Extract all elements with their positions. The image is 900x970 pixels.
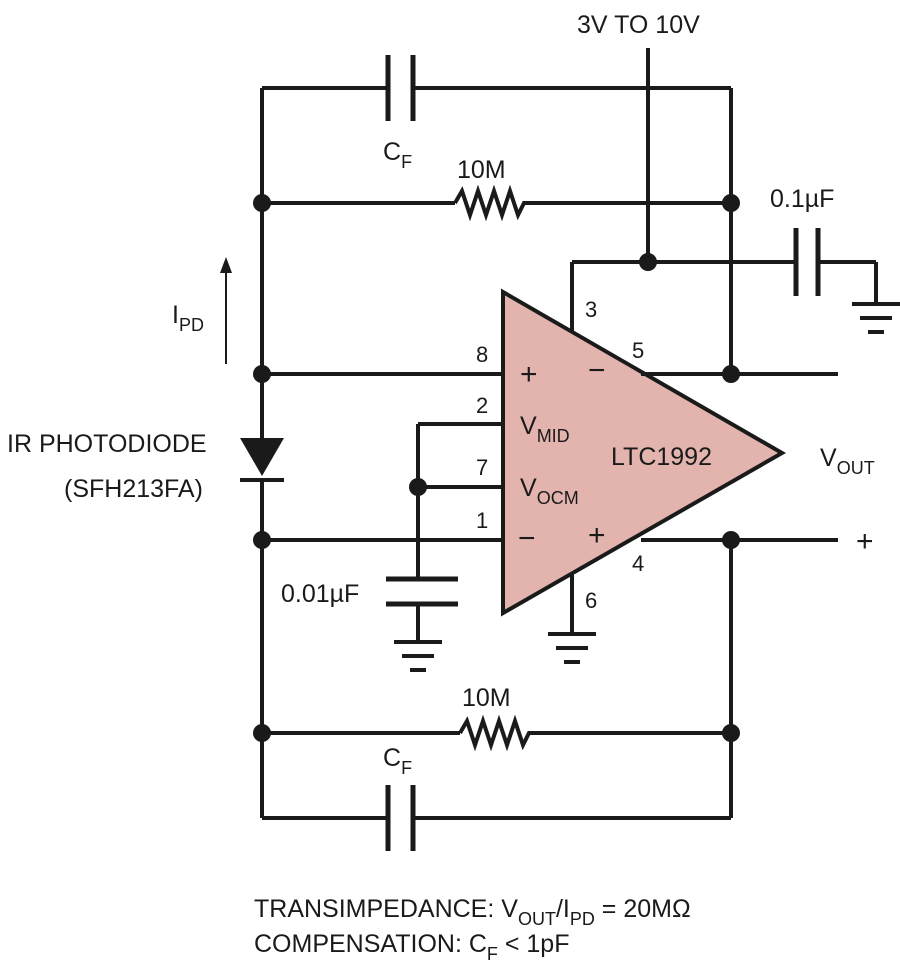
resistor-top-label: 10M xyxy=(457,156,506,184)
pin-7-label: 7 xyxy=(476,455,488,480)
resistor-top xyxy=(453,184,530,222)
pin-2-label: 2 xyxy=(476,393,488,418)
compensation-note: COMPENSATION: CF < 1pF xyxy=(254,930,569,964)
decoupling-cap-label: 0.1µF xyxy=(770,185,834,213)
noninverting-output-symbol: + xyxy=(588,519,606,552)
pin-3-label: 3 xyxy=(585,297,597,322)
supply-voltage-label: 3V TO 10V xyxy=(577,11,700,39)
capacitor-cf-bottom xyxy=(385,785,416,851)
pin-5-label: 5 xyxy=(632,338,644,363)
capacitor-vocm xyxy=(386,576,458,607)
inverting-output-symbol: − xyxy=(588,354,606,387)
part-number-label: LTC1992 xyxy=(611,443,712,471)
ground-pin6 xyxy=(548,632,596,664)
inverting-input-symbol: − xyxy=(518,522,536,555)
pin-6-label: 6 xyxy=(585,588,597,613)
wires xyxy=(260,48,878,820)
resistor-bottom-label: 10M xyxy=(462,684,511,712)
cf-top-label: CF xyxy=(383,138,412,172)
output-plus-terminal: + xyxy=(856,525,874,558)
ground-decoupling xyxy=(852,302,900,334)
resistor-bottom xyxy=(458,714,533,752)
pin-1-label: 1 xyxy=(476,508,488,533)
junction-dots xyxy=(253,194,740,742)
photodiode-label-line2: (SFH213FA) xyxy=(64,475,203,503)
vocm-cap-label: 0.01µF xyxy=(281,580,359,608)
photodiode-symbol xyxy=(240,438,284,482)
transimpedance-note: TRANSIMPEDANCE: VOUT/IPD = 20MΩ xyxy=(254,895,691,929)
noninverting-input-symbol: + xyxy=(520,358,538,391)
photodiode-label-line1: IR PHOTODIODE xyxy=(7,430,207,458)
pin-4-label: 4 xyxy=(632,551,644,576)
pin-8-label: 8 xyxy=(476,342,488,367)
ground-vocm xyxy=(394,640,442,672)
capacitor-cf-top xyxy=(385,55,416,121)
vmid-label: VMID xyxy=(520,412,570,446)
cf-bottom-label: CF xyxy=(383,744,412,778)
vocm-label: VOCM xyxy=(520,474,579,508)
capacitor-decoupling xyxy=(793,228,821,296)
vout-label: VOUT xyxy=(820,444,875,478)
current-arrow xyxy=(220,257,232,364)
current-label: IPD xyxy=(172,301,204,335)
